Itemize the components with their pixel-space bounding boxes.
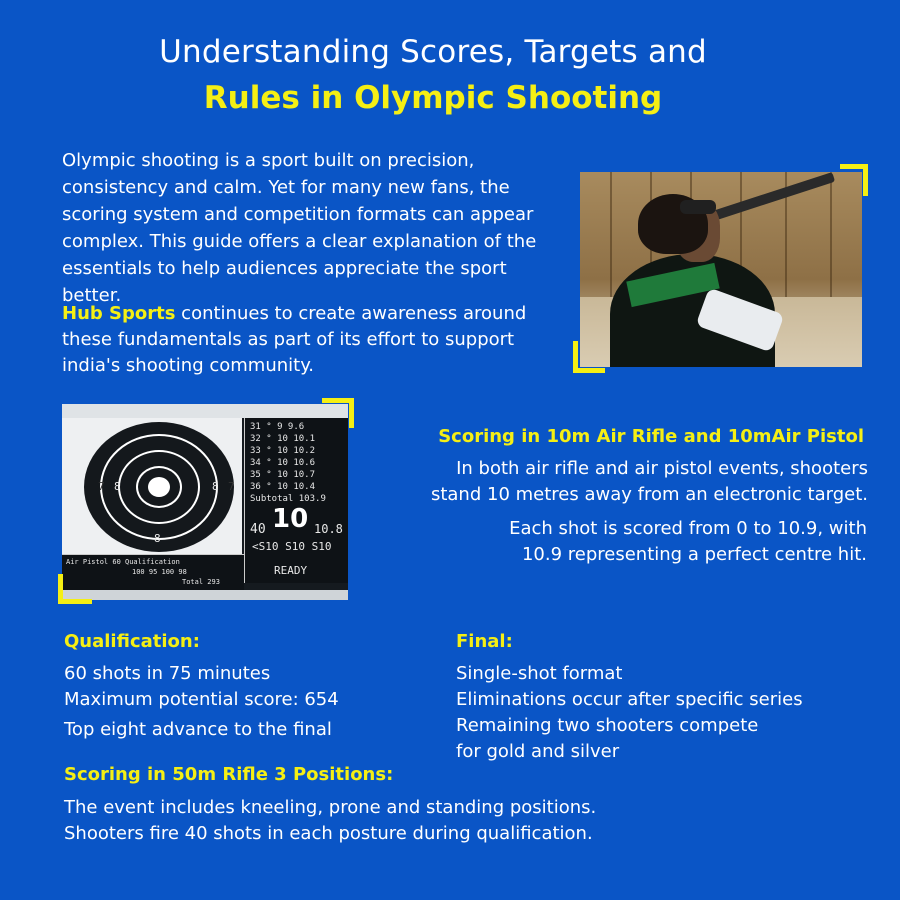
target-big-score: 10 [272,504,309,534]
target-corner-top-right [322,398,354,428]
rifle-3-positions-line2: Shooters fire 40 shots in each posture d… [64,823,593,844]
electronic-target-screen: 7 8 8 7 8 31 ° 9 9.6 32 ° 10 10.1 33 ° 1… [62,404,348,600]
target-left-score: 40 [250,522,266,537]
qualification-title: Qualification: [64,631,200,652]
scoring-10m-line3: Each shot is scored from 0 to 10.9, with [509,518,867,539]
photo-corner-top-right [840,164,868,196]
target-status: READY [274,564,308,577]
rifle-3-positions-line1: The event includes kneeling, prone and s… [64,797,597,818]
scoring-10m-text-2: Each shot is scored from 0 to 10.9, with… [362,516,867,568]
page-title-line1: Understanding Scores, Targets and [159,34,707,70]
qualification-item: 60 shots in 75 minutes [64,663,271,684]
scoring-10m-text-1: In both air rifle and air pistol events,… [362,456,868,508]
target-corner-bottom-left [58,574,92,604]
intro-paragraph: Olympic shooting is a sport built on pre… [62,150,537,306]
final-title: Final: [456,631,513,652]
scoring-10m-line1: In both air rifle and air pistol events,… [456,458,868,479]
brand-description: continues to create awareness around the… [62,303,527,376]
intro-brand-paragraph: Hub Sports continues to create awareness… [62,301,542,379]
brand-name: Hub Sports [62,303,176,324]
rifle-3-positions-title: Scoring in 50m Rifle 3 Positions: [64,764,394,785]
rifle-3-positions-text: The event includes kneeling, prone and s… [64,795,844,847]
final-item: Eliminations occur after specific series [456,689,803,710]
page-title-line2: Rules in Olympic Shooting [203,80,663,116]
target-total: Total 293 [182,578,220,586]
final-list: Single-shot format Eliminations occur af… [456,661,876,765]
final-item: Remaining two shooters compete [456,715,759,736]
photo-corner-bottom-left [573,341,605,373]
scoring-10m-line2: stand 10 metres away from an electronic … [430,484,868,505]
scoring-10m-line4: 10.9 representing a perfect centre hit. [521,544,867,565]
qualification-item: Maximum potential score: 654 [64,689,339,710]
shooter-photo [580,172,862,367]
qualification-list: 60 shots in 75 minutes Maximum potential… [64,661,424,743]
target-qualification-label: Air Pistol 60 Qualification [66,558,180,566]
final-item: for gold and silver [456,741,620,762]
qualification-item: Top eight advance to the final [64,719,332,740]
target-right-score: 10.8 [314,522,343,536]
scoring-10m-title: Scoring in 10m Air Rifle and 10mAir Pist… [438,426,864,447]
final-item: Single-shot format [456,663,623,684]
